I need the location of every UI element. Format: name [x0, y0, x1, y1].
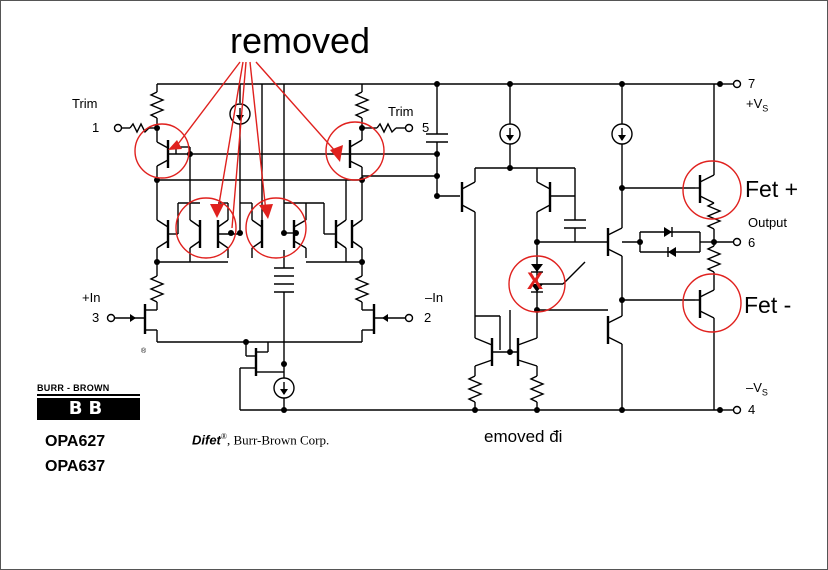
pin-1: 1: [92, 120, 100, 135]
red-annotations: [134, 61, 742, 333]
input-jfets: [106, 262, 414, 345]
second-stage: [426, 84, 608, 410]
input-cascode-stage: [154, 180, 365, 265]
registered-mark: ®: [141, 348, 147, 355]
x-mark: X: [527, 268, 544, 295]
pin-2: 2: [424, 310, 432, 325]
annotation-circle-fet-minus: [682, 273, 742, 333]
fet-minus-annotation: Fet -: [744, 292, 792, 318]
left-trim-network: [113, 84, 437, 183]
current-sources-top: [229, 84, 287, 236]
removed-annotation: removed: [230, 20, 371, 61]
in-minus-label: –In: [425, 290, 444, 305]
pin-7: 7: [748, 76, 756, 91]
annotation-circle-left-pair: [175, 197, 237, 259]
annotation-circle-left-trim: [134, 123, 190, 179]
trim-right-label: Trim: [388, 104, 414, 119]
output-stage: [606, 84, 742, 410]
bb-logo-mark: BB: [37, 398, 140, 420]
right-trim-network: [348, 84, 440, 183]
pin-4: 4: [748, 402, 756, 417]
output-label: Output: [748, 215, 788, 230]
vplus-label: +VS: [746, 96, 769, 114]
part-number-opa627: OPA627: [45, 433, 106, 450]
pin-6: 6: [748, 235, 756, 250]
part-number-opa637: OPA637: [45, 458, 106, 475]
fet-plus-annotation: Fet +: [745, 176, 799, 202]
burr-brown-logo: BURR - BROWN BB: [37, 383, 140, 421]
bias-reference: [274, 250, 294, 345]
annotation-circle-fet-plus: [682, 160, 742, 220]
vminus-label: –VS: [746, 380, 768, 398]
removed-bottom-annotation: emoved đi: [484, 427, 563, 446]
in-plus-label: +In: [82, 290, 101, 305]
trim-left-label: Trim: [72, 96, 98, 111]
tail-current-source: [239, 342, 295, 410]
pin-5: 5: [422, 120, 430, 135]
annotation-circle-center-pair: [245, 197, 307, 259]
pin-3: 3: [92, 310, 100, 325]
difet-trademark: Difet®, Burr-Brown Corp.: [192, 432, 330, 448]
burr-brown-text: BURR - BROWN: [37, 383, 140, 396]
annotation-circle-diodes: [508, 255, 566, 313]
supply-rails: [157, 79, 742, 415]
annotation-circle-right-trim: [325, 121, 385, 181]
